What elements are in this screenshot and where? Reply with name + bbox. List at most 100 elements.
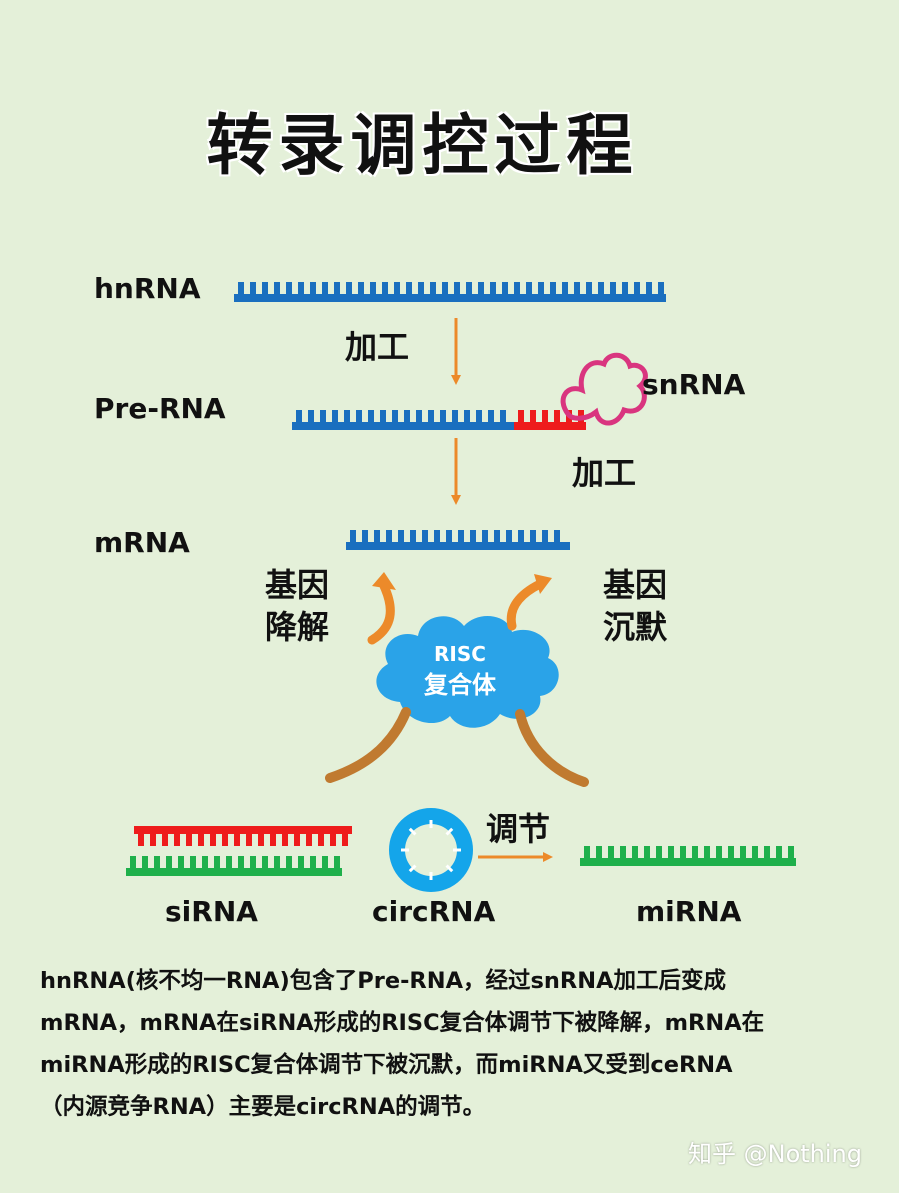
mrna-base <box>494 530 500 542</box>
sirna-red-backbone <box>134 826 352 834</box>
sirna-red-base <box>258 834 264 846</box>
hnrna-base <box>418 282 424 294</box>
hnrna-base <box>274 282 280 294</box>
hnrna-base <box>430 282 436 294</box>
degrade-arrow-head <box>372 572 396 590</box>
label-process-2: 加工 <box>572 454 637 492</box>
hnrna-base <box>322 282 328 294</box>
hnrna-base <box>406 282 412 294</box>
mrna-base <box>554 530 560 542</box>
sirna-green-base <box>154 856 160 868</box>
sirna-red-base <box>174 834 180 846</box>
label-gene-silencing-line2: 沉默 <box>603 608 668 646</box>
mirna-base <box>656 846 662 858</box>
sirna-green-base <box>202 856 208 868</box>
sirna-to-risc-curve <box>325 707 411 783</box>
mrna-base <box>398 530 404 542</box>
sirna-red-base <box>270 834 276 846</box>
label-sirna: siRNA <box>165 895 258 928</box>
sirna-red-base <box>222 834 228 846</box>
mrna-base <box>518 530 524 542</box>
label-snrna: snRNA <box>642 368 746 401</box>
sirna-double-strand <box>126 826 352 876</box>
hnrna-base <box>478 282 484 294</box>
hnrna-base <box>526 282 532 294</box>
prerna-blue-base <box>464 410 470 422</box>
label-process-1: 加工 <box>345 328 410 366</box>
hnrna-base <box>310 282 316 294</box>
hnrna-base <box>490 282 496 294</box>
sirna-red-base <box>294 834 300 846</box>
mrna-base <box>470 530 476 542</box>
prerna-blue-base <box>320 410 326 422</box>
prerna-blue-base <box>428 410 434 422</box>
prerna-blue-backbone <box>292 422 514 430</box>
sirna-green-base <box>274 856 280 868</box>
sirna-red-base <box>186 834 192 846</box>
mirna-base <box>788 846 794 858</box>
sirna-red-base <box>234 834 240 846</box>
sirna-red-base <box>282 834 288 846</box>
description-line-1: hnRNA(核不均一RNA)包含了Pre-RNA，经过snRNA加工后变成 <box>40 968 726 994</box>
prerna-blue-base <box>488 410 494 422</box>
circrna-tick <box>445 827 454 836</box>
circrna-tick <box>408 827 417 836</box>
mrna-base <box>386 530 392 542</box>
hnrna-backbone <box>234 294 666 302</box>
mrna-base <box>530 530 536 542</box>
mrna-base <box>482 530 488 542</box>
label-gene-silencing-line1: 基因 <box>603 566 668 604</box>
hnrna-base <box>346 282 352 294</box>
prerna-blue-base <box>404 410 410 422</box>
sirna-red-base <box>342 834 348 846</box>
label-prerna: Pre-RNA <box>94 392 226 425</box>
sirna-red-base <box>150 834 156 846</box>
mirna-to-risc-curve <box>515 709 589 787</box>
hnrna-base <box>286 282 292 294</box>
mirna-base <box>716 846 722 858</box>
sirna-red-base <box>318 834 324 846</box>
hnrna-base <box>634 282 640 294</box>
prerna-blue-base <box>308 410 314 422</box>
prerna-blue-base <box>452 410 458 422</box>
sirna-red-base <box>306 834 312 846</box>
sirna-red-base <box>210 834 216 846</box>
sirna-green-base <box>226 856 232 868</box>
hnrna-base <box>394 282 400 294</box>
prerna-blue-base <box>416 410 422 422</box>
sirna-green-base <box>250 856 256 868</box>
mrna-base <box>458 530 464 542</box>
prerna-blue-base <box>440 410 446 422</box>
degrade-arrow <box>367 581 395 645</box>
prerna-red-backbone <box>514 422 586 430</box>
mirna-base <box>740 846 746 858</box>
label-mrna: mRNA <box>94 526 190 559</box>
label-regulate: 调节 <box>486 810 551 848</box>
mirna-base <box>632 846 638 858</box>
hnrna-base <box>370 282 376 294</box>
mrna-base <box>434 530 440 542</box>
hnrna-base <box>262 282 268 294</box>
mirna-base <box>752 846 758 858</box>
label-hnrna: hnRNA <box>94 272 201 305</box>
hnrna-base <box>298 282 304 294</box>
sirna-green-base <box>178 856 184 868</box>
description-paragraph: hnRNA(核不均一RNA)包含了Pre-RNA，经过snRNA加工后变成 mR… <box>40 960 885 1128</box>
prerna-red-base <box>518 410 524 422</box>
prerna-blue-base <box>380 410 386 422</box>
prerna-red-base <box>542 410 548 422</box>
mirna-base <box>620 846 626 858</box>
hnrna-strand <box>234 282 666 302</box>
mrna-base <box>410 530 416 542</box>
prerna-blue-base <box>344 410 350 422</box>
prerna-blue-base <box>392 410 398 422</box>
prerna-red-base <box>530 410 536 422</box>
mirna-base <box>680 846 686 858</box>
circrna-tick <box>408 864 417 873</box>
hnrna-base <box>238 282 244 294</box>
sirna-green-base <box>286 856 292 868</box>
prerna-strand <box>292 410 586 430</box>
label-circrna: circRNA <box>372 895 496 928</box>
hnrna-base <box>586 282 592 294</box>
watermark: 知乎 @Nothing <box>688 1140 862 1168</box>
